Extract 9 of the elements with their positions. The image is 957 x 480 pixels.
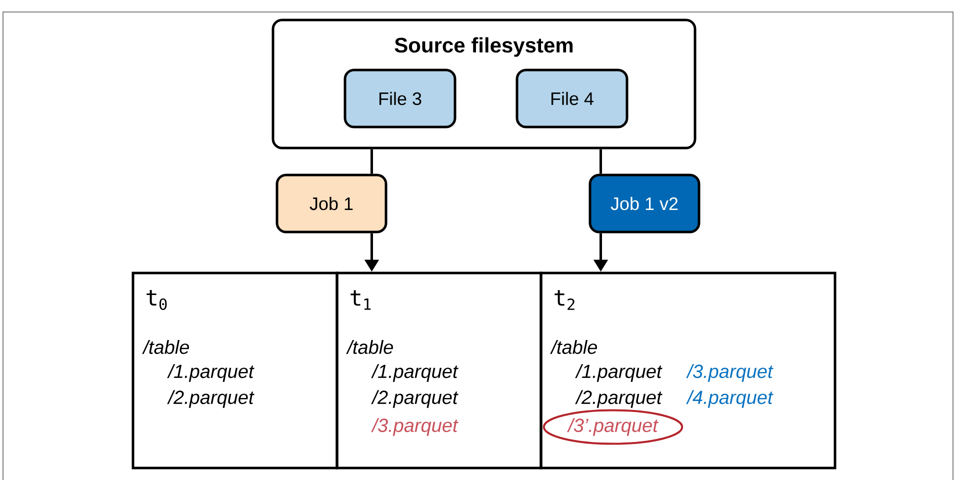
- connector-line: [370, 149, 373, 174]
- job-box: Job 1 v2: [588, 174, 700, 234]
- file-box: File 3: [344, 68, 456, 128]
- timeline-cell: t$_{1}$ /table /1.parquet /2.parquet /3.parquet: [336, 272, 542, 470]
- timeline-cell: t$_{0}$ /table /1.parquet /2.parquet: [132, 272, 338, 470]
- circled-file: /3’.parquet: [542, 409, 684, 445]
- connector-line: [600, 149, 602, 174]
- job-box: Job 1: [276, 174, 388, 234]
- file-box: File 4: [516, 68, 628, 128]
